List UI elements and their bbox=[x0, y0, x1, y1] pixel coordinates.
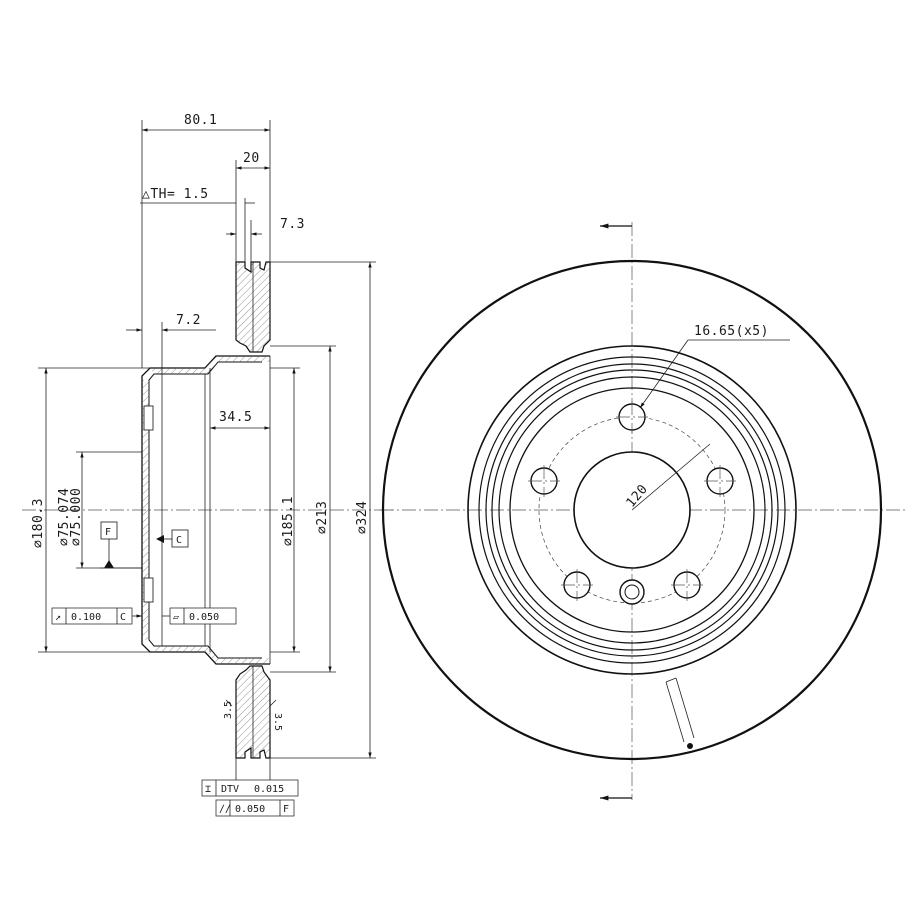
dtv-symbol-icon: ⌶ bbox=[205, 784, 211, 795]
pcd-leader bbox=[631, 443, 711, 511]
hub-hole-bottom bbox=[143, 577, 154, 603]
dtv-label: DTV bbox=[221, 784, 239, 795]
section-view: 3.5 3.5 bbox=[22, 261, 395, 759]
dim-cheek-thickness: 7.3 bbox=[280, 217, 305, 232]
datum-f: F bbox=[100, 521, 142, 569]
ring-185 bbox=[491, 369, 773, 651]
bolt-hole-5 bbox=[528, 465, 560, 497]
hub-hole-top bbox=[143, 405, 154, 431]
bolt-hole-1 bbox=[616, 401, 648, 433]
flatness-value: 0.050 bbox=[189, 612, 219, 623]
dim-dia-324: ∅324 bbox=[355, 501, 370, 534]
dim-hat-width: 20 bbox=[243, 151, 260, 166]
ring-hat-step bbox=[485, 363, 779, 657]
dtv-value: 0.015 bbox=[254, 784, 284, 795]
hat-wall-hatch bbox=[142, 380, 149, 640]
runout-ref: C bbox=[120, 612, 126, 623]
hat-top-hatch bbox=[150, 356, 270, 374]
parallel-value: 0.050 bbox=[235, 804, 265, 815]
bolt-hole-2 bbox=[704, 465, 736, 497]
dim-hat-depth: 34.5 bbox=[219, 410, 252, 425]
runout-symbol-icon: ↗ bbox=[55, 612, 61, 623]
ring-outer-hat bbox=[478, 356, 786, 664]
ring-213 bbox=[467, 345, 797, 675]
dim-dia-185: ∅185.1 bbox=[281, 496, 296, 546]
datum-c-label: C bbox=[176, 535, 182, 546]
parallel-symbol-icon: ∕∕ bbox=[219, 804, 231, 815]
dim-dia-bore-min: ∅75.000 bbox=[69, 488, 84, 546]
disc-outer-edge bbox=[381, 259, 883, 761]
wear-mark-right bbox=[269, 699, 277, 707]
front-view: 120 16.65(x5) bbox=[380, 222, 905, 801]
dim-overall-width: 80.1 bbox=[184, 113, 217, 128]
section-dimensions: 80.1 20 △TH= 1.5 7.3 7.2 34.5 ∅180.3 ∅75 bbox=[31, 113, 376, 759]
bolt-hole-leader bbox=[639, 339, 689, 409]
dim-dia-bore: ∅75.074 bbox=[57, 488, 72, 546]
parallel-frame: ∕∕ 0.050 F bbox=[215, 799, 295, 817]
flatness-frame: ▱ 0.050 bbox=[162, 607, 237, 625]
dim-flange-thickness: 7.2 bbox=[176, 313, 201, 328]
wear-groove-indicator bbox=[665, 677, 695, 749]
dim-wear-thickness: △TH= 1.5 bbox=[142, 187, 209, 202]
parallel-ref: F bbox=[283, 804, 289, 815]
cheek-small-dim-left: 3.5 bbox=[223, 701, 234, 719]
locating-screw-hole bbox=[619, 579, 645, 605]
dim-bolt-hole: 16.65(x5) bbox=[694, 324, 769, 339]
dim-dia-180: ∅180.3 bbox=[31, 498, 46, 548]
dim-dia-213: ∅213 bbox=[315, 501, 330, 534]
ring-hat-inner bbox=[498, 376, 766, 644]
datum-f-label: F bbox=[105, 527, 111, 538]
bolt-holes bbox=[528, 401, 736, 605]
datum-c: C bbox=[156, 529, 189, 548]
ring-180 bbox=[509, 387, 755, 633]
cheek-small-dim-right: 3.5 bbox=[272, 713, 283, 731]
bolt-hole-4 bbox=[561, 569, 593, 601]
wear-mark-left bbox=[225, 699, 233, 707]
bolt-hole-3 bbox=[671, 569, 703, 601]
runout-value: 0.100 bbox=[71, 612, 101, 623]
dtv-frame: ⌶ DTV 0.015 bbox=[201, 758, 299, 797]
runout-frame: ↗ 0.100 C bbox=[51, 607, 142, 625]
flatness-symbol-icon: ▱ bbox=[173, 612, 179, 623]
hat-bottom-hatch bbox=[150, 646, 270, 664]
